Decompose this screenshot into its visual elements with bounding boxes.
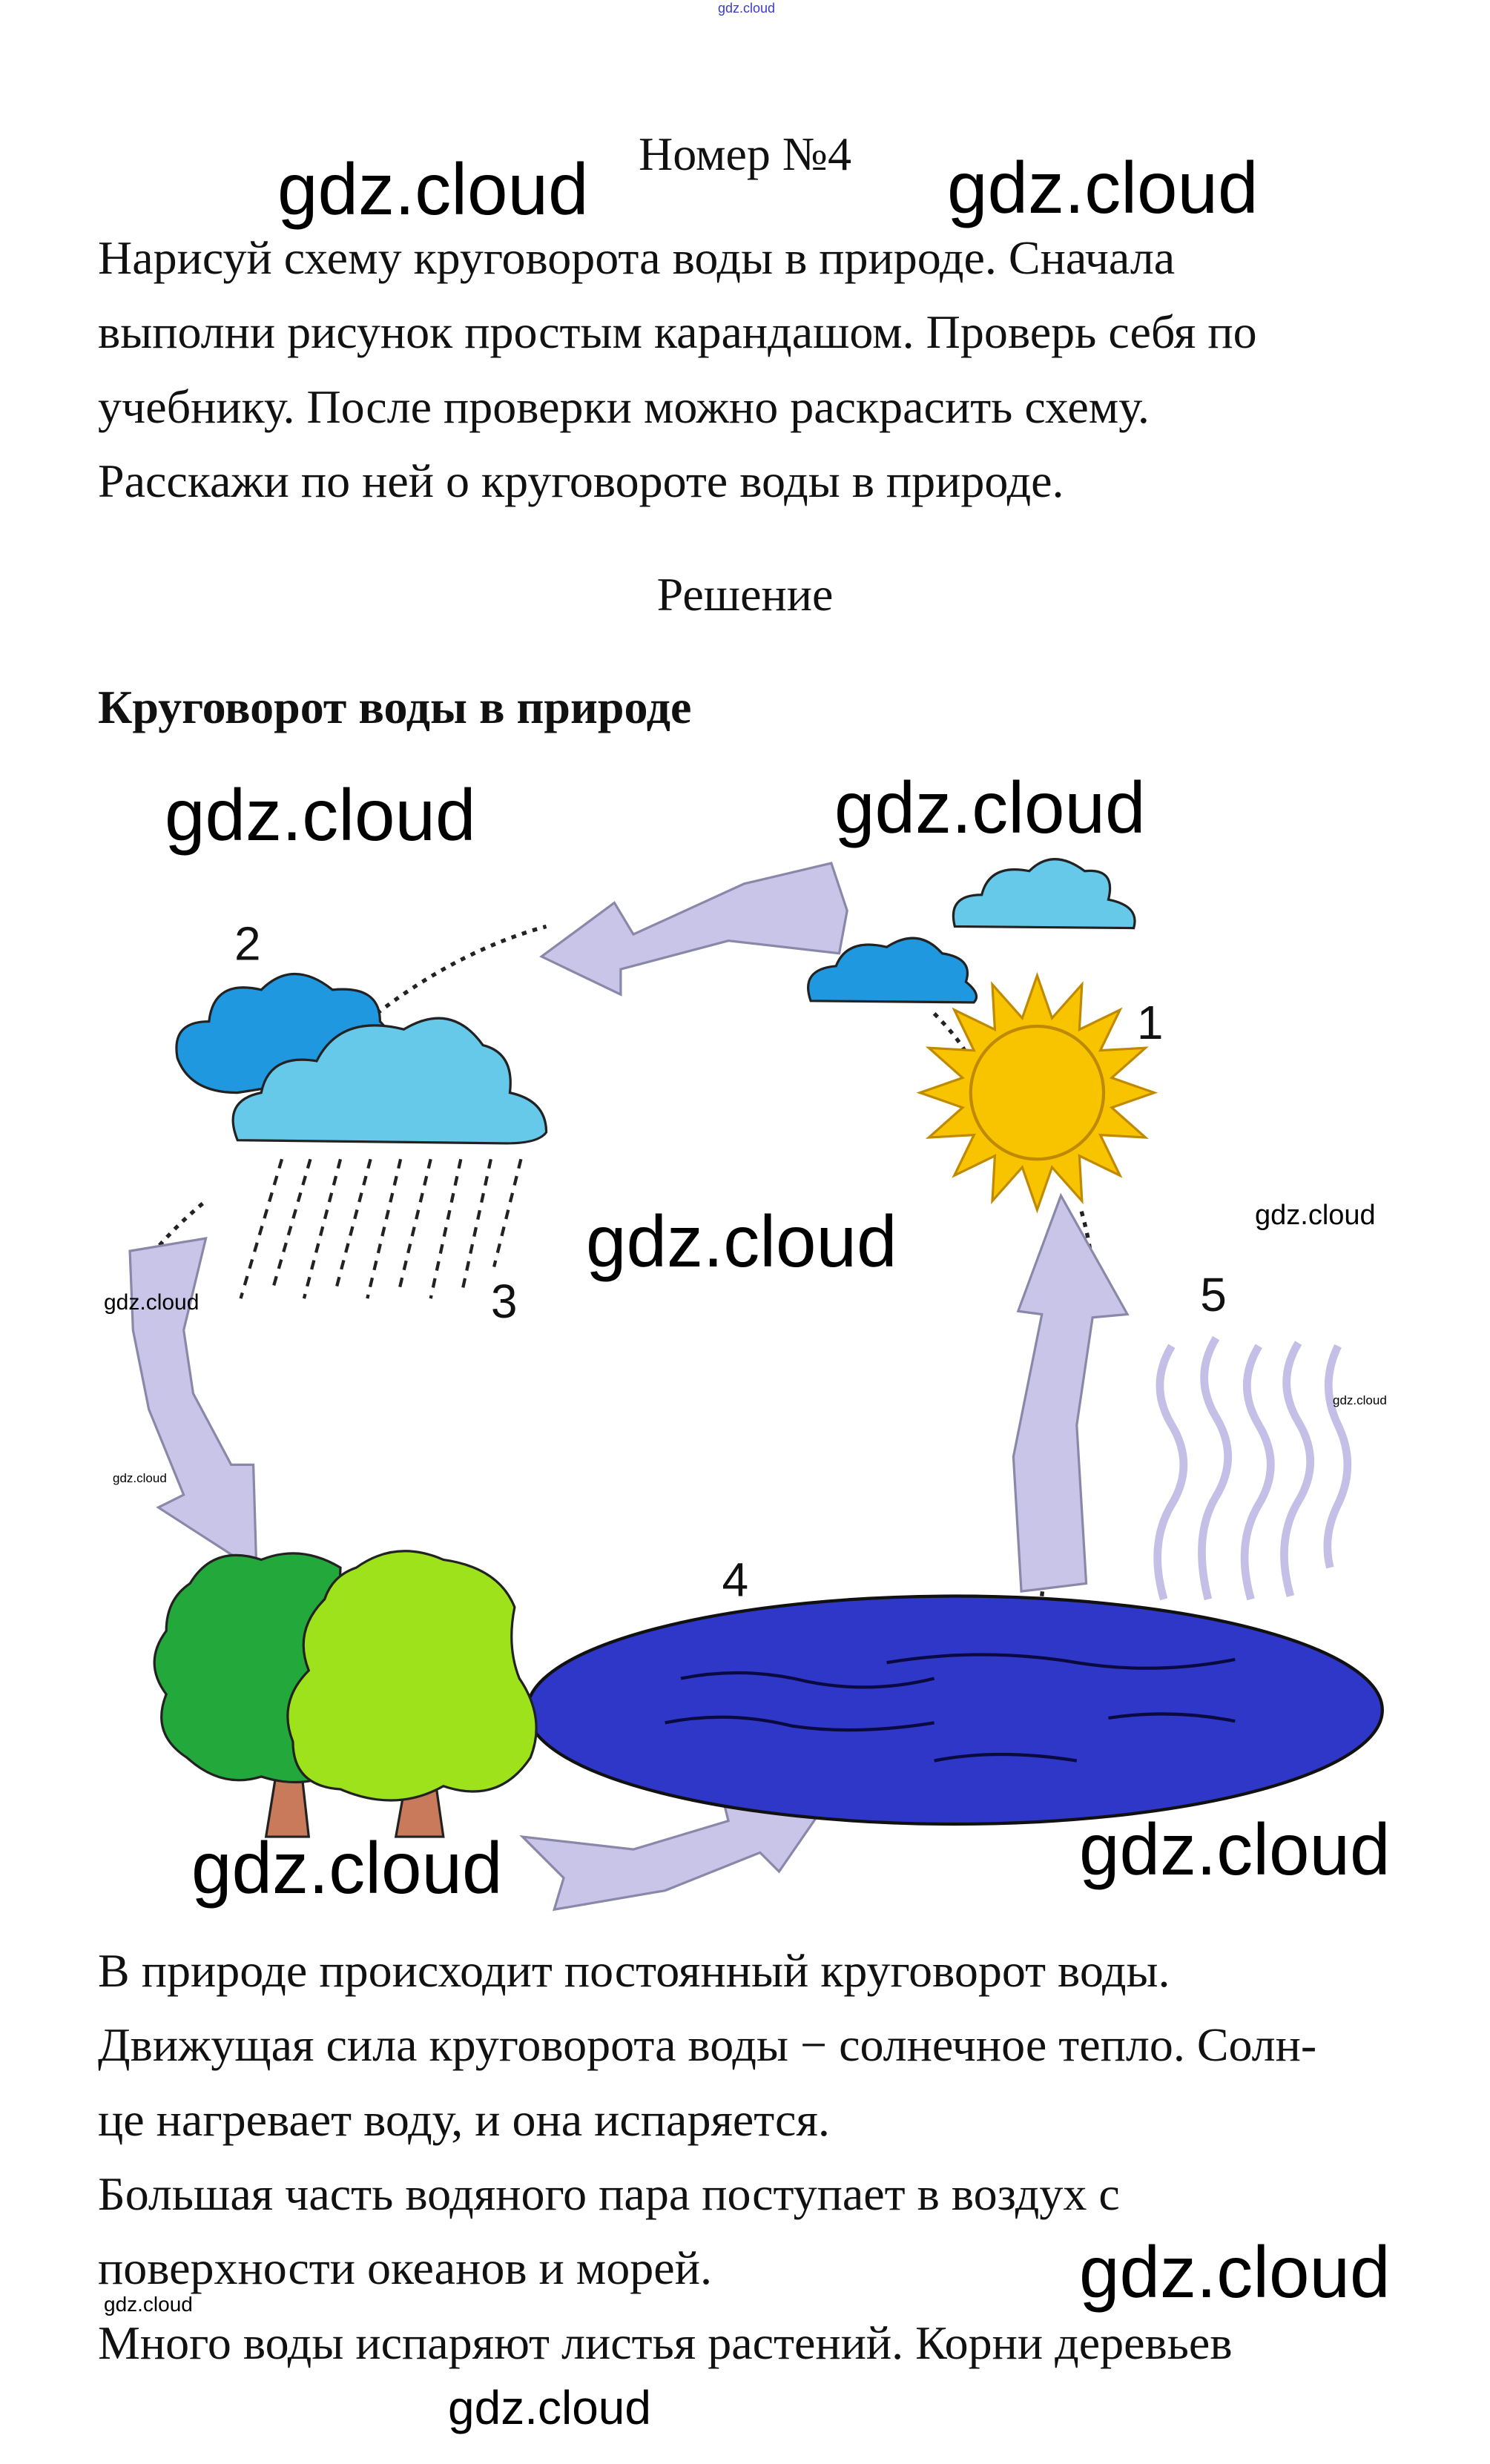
arrow-right	[1012, 1192, 1130, 1593]
label-clouds: 2	[234, 916, 261, 970]
watermark: gdz.cloud	[1079, 2231, 1391, 2313]
watermark: gdz.cloud	[165, 774, 476, 856]
answer-line: Движущая сила круговорота воды − солнечн…	[98, 2018, 1317, 2071]
solution-heading: Круговорот воды в природе	[98, 681, 692, 733]
watermark: gdz.cloud	[191, 1827, 503, 1909]
steam-lines	[1153, 1335, 1352, 1601]
cloud-rain-light	[231, 1017, 548, 1145]
answer-line: поверхности океанов и морей.	[98, 2242, 712, 2294]
watermark-top: gdz.cloud	[718, 1, 776, 16]
watermark: gdz.cloud	[113, 1471, 167, 1485]
label-lake: 4	[722, 1553, 749, 1607]
task-line: выполни рисунок простым карандашом. Пров…	[98, 305, 1257, 358]
arrow-top	[539, 862, 848, 997]
answer-line: це нагревает воду, и она испаряется.	[98, 2093, 830, 2146]
cloud-small	[807, 937, 978, 1004]
label-evaporation: 5	[1200, 1268, 1227, 1321]
watermark: gdz.cloud	[1079, 1809, 1391, 1890]
answer-line: Много воды испаряют листья растений. Кор…	[98, 2316, 1233, 2369]
watermark: gdz.cloud	[277, 148, 589, 230]
watermark: gdz.cloud	[586, 1200, 897, 1282]
task-line: Нарисуй схему круговорота воды в природе…	[98, 231, 1176, 284]
task-line: Расскажи по ней о круговороте воды в при…	[98, 455, 1064, 507]
watermark: gdz.cloud	[448, 2381, 651, 2434]
answer-line: В природе происходит постоянный круговор…	[98, 1944, 1170, 1997]
page-title: Номер №4	[639, 128, 851, 180]
watermark: gdz.cloud	[1333, 1393, 1387, 1407]
answer-line: Большая часть водяного пара поступает в …	[98, 2167, 1120, 2220]
rain-lines	[239, 1158, 523, 1299]
solution-label: Решение	[656, 568, 834, 621]
label-rain: 3	[491, 1275, 518, 1328]
watermark: gdz.cloud	[947, 147, 1259, 228]
arrow-left	[128, 1237, 258, 1573]
watermark: gdz.cloud	[834, 767, 1146, 848]
cloud-top-right	[952, 858, 1136, 930]
trees	[153, 1550, 538, 1838]
sun-icon	[916, 971, 1158, 1214]
task-line: учебнику. После проверки можно раскрасит…	[98, 380, 1150, 433]
watermark: gdz.cloud	[104, 1290, 200, 1315]
watermark: gdz.cloud	[104, 2293, 193, 2316]
watermark: gdz.cloud	[1255, 1200, 1376, 1231]
lake	[525, 1594, 1384, 1826]
label-sun: 1	[1137, 996, 1164, 1049]
